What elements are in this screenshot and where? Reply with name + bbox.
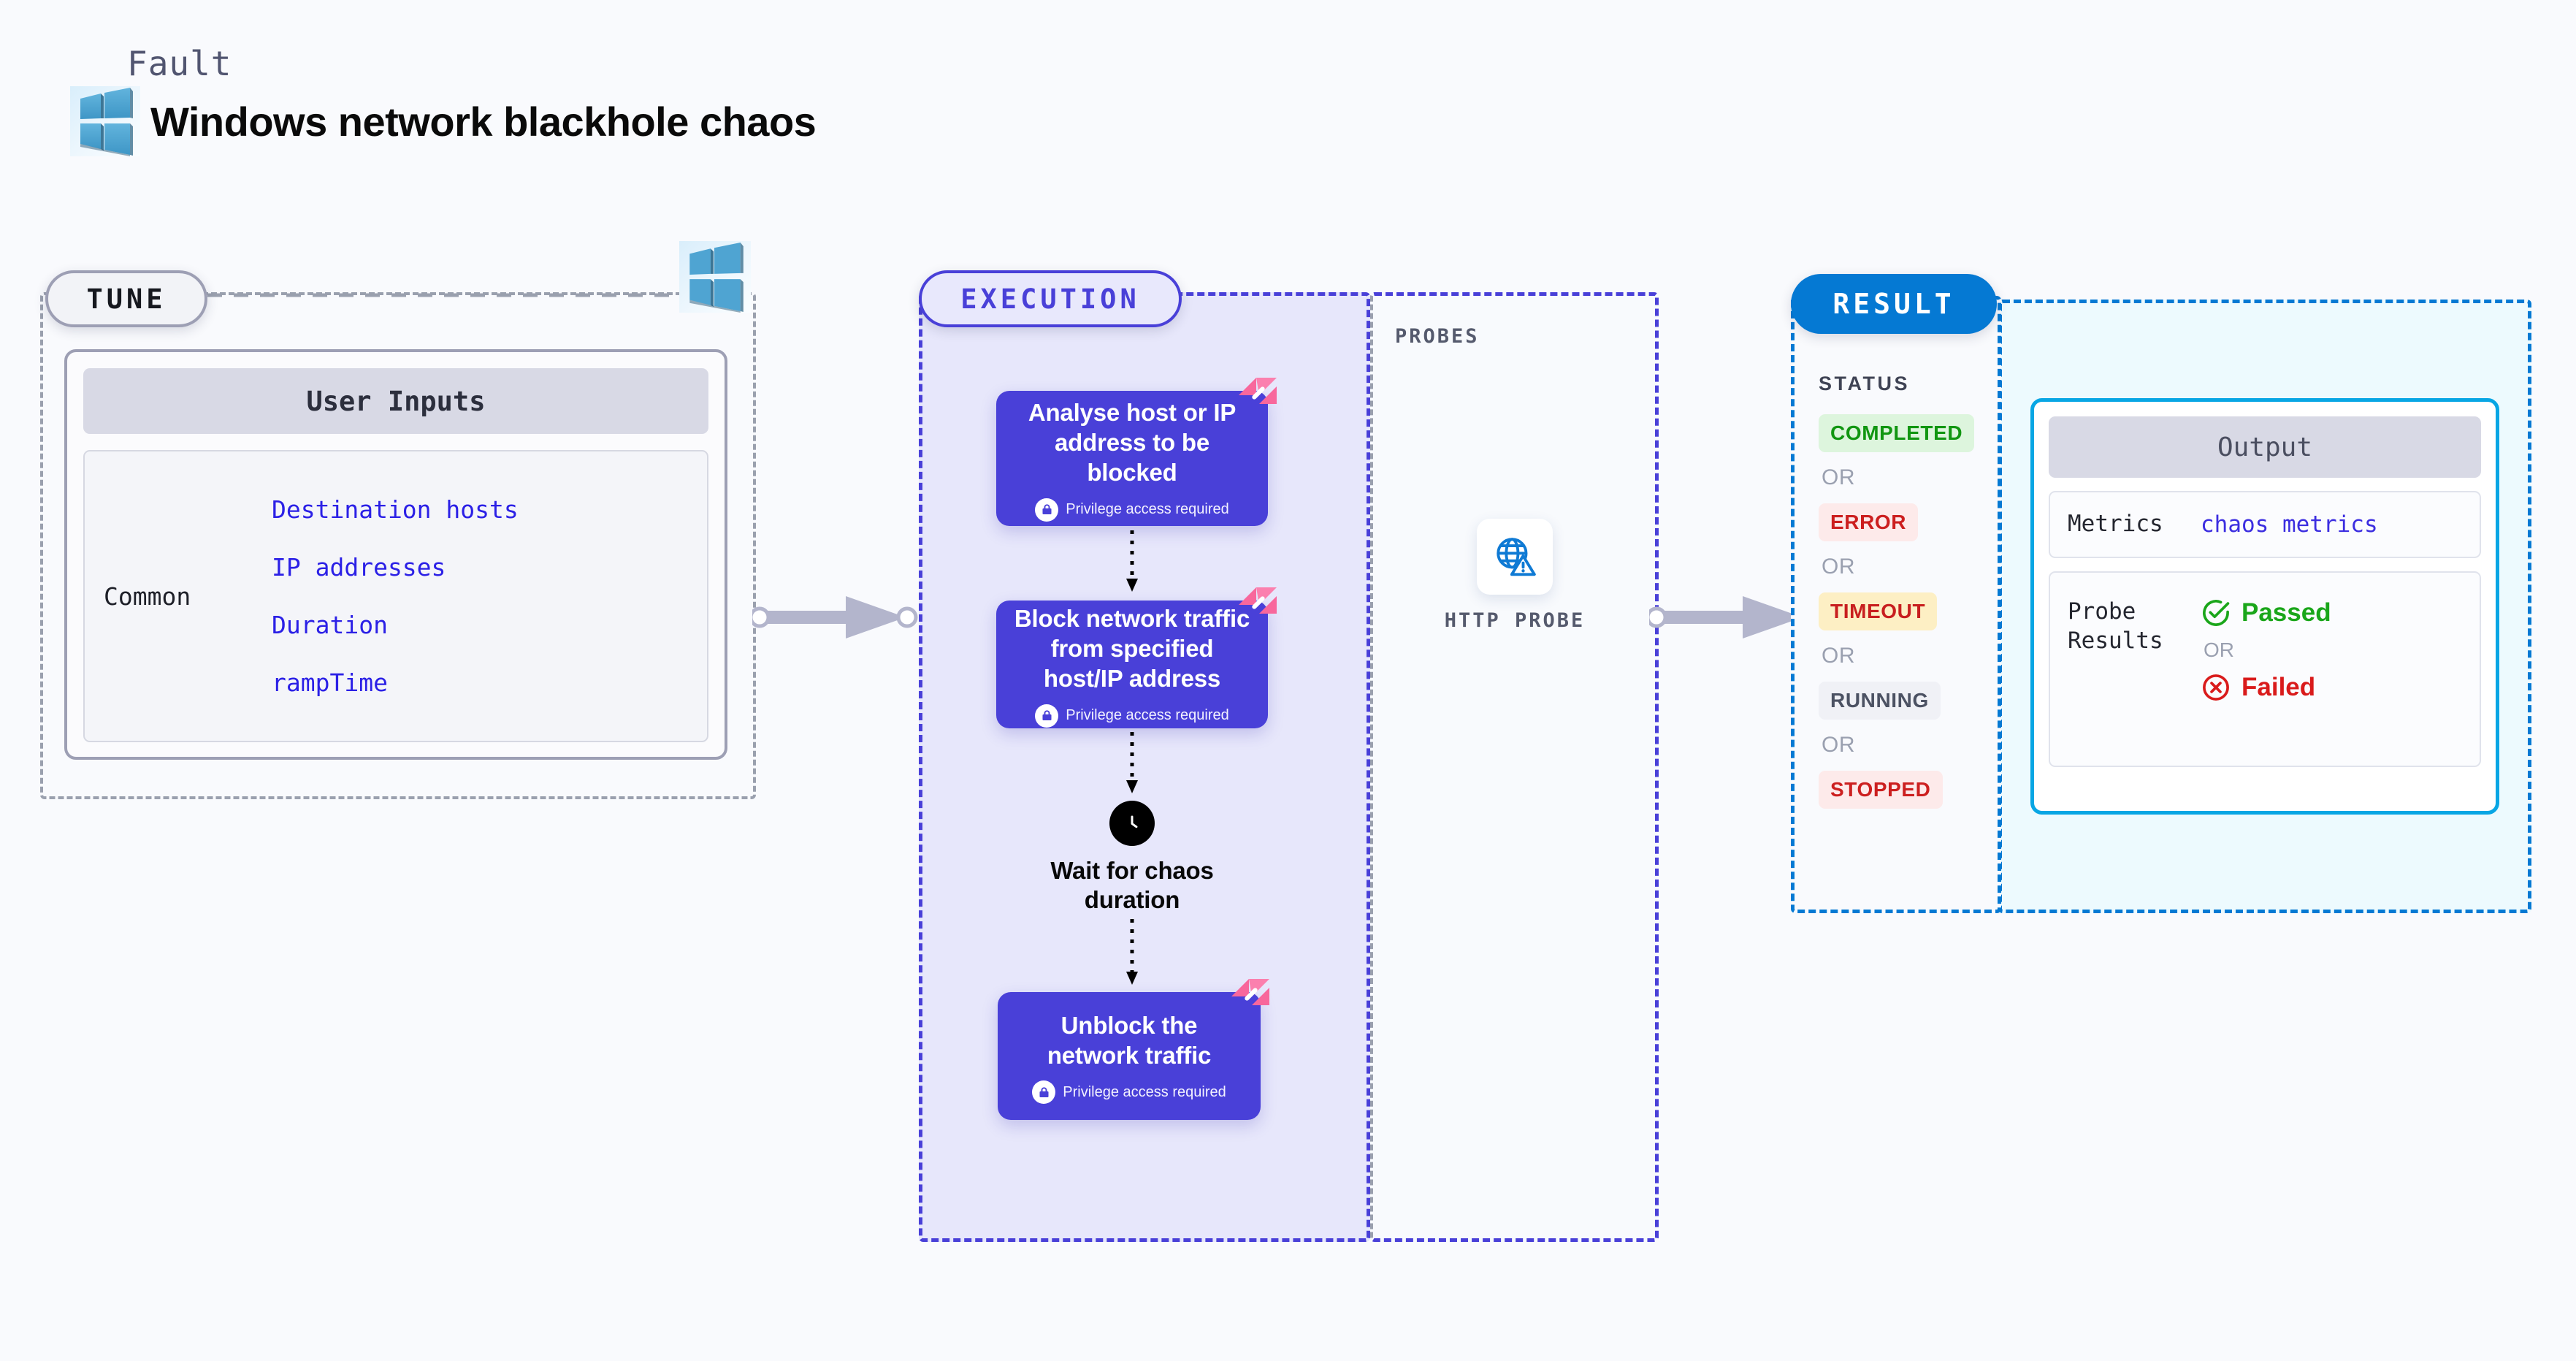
privilege-note: Privilege access required bbox=[1032, 1080, 1226, 1105]
probe-result-failed: Failed bbox=[2201, 672, 2331, 703]
or-separator: OR bbox=[1822, 733, 1855, 757]
tune-to-execution-arrow bbox=[752, 596, 918, 638]
result-badge[interactable]: RESULT bbox=[1791, 274, 1997, 334]
execution-final-step-card[interactable]: Unblock the network traffic Privilege ac… bbox=[998, 979, 1269, 1120]
or-separator: OR bbox=[2204, 638, 2234, 661]
http-probe-caption: HTTP PROBE bbox=[1444, 609, 1586, 632]
status-badge: RUNNING bbox=[1819, 682, 1941, 720]
tune-badge-connector bbox=[207, 293, 701, 297]
privilege-note-label: Privilege access required bbox=[1066, 501, 1229, 518]
probes-region bbox=[1370, 292, 1659, 1242]
input-group-label: Common bbox=[104, 582, 191, 611]
chaos-metrics-link[interactable]: chaos metrics bbox=[2201, 511, 2378, 538]
litmus-chaos-icon bbox=[1239, 378, 1277, 404]
tune-badge[interactable]: TUNE bbox=[45, 270, 207, 327]
or-separator: OR bbox=[1822, 554, 1855, 579]
privilege-note-label: Privilege access required bbox=[1063, 1083, 1226, 1100]
or-separator: OR bbox=[1822, 465, 1855, 489]
privilege-note: Privilege access required bbox=[1035, 497, 1229, 522]
probe-result-passed: Passed bbox=[2201, 598, 2331, 628]
clock-icon bbox=[1109, 801, 1155, 846]
http-probe-node[interactable]: HTTP PROBE bbox=[1432, 519, 1598, 632]
tune-input-item[interactable]: Duration bbox=[272, 611, 388, 639]
wait-label: Wait for chaos duration bbox=[1050, 857, 1214, 914]
step-title: Analyse host or IP address to be blocked bbox=[1028, 399, 1237, 486]
output-row-key: Probe Results bbox=[2068, 598, 2163, 654]
windows-logo-icon-tune bbox=[679, 241, 751, 313]
user-inputs-card: User Inputs Common Destination hosts IP … bbox=[64, 349, 727, 760]
privilege-note: Privilege access required bbox=[1035, 704, 1229, 728]
or-separator: OR bbox=[1822, 644, 1855, 668]
page-title: Windows network blackhole chaos bbox=[150, 98, 817, 145]
status-badge: STOPPED bbox=[1819, 771, 1943, 809]
lock-icon bbox=[1032, 1080, 1056, 1105]
output-probe-results-row: Probe Results Passed OR Failed bbox=[2049, 571, 2481, 767]
page-header: Fault bbox=[70, 44, 817, 156]
litmus-chaos-icon bbox=[1231, 979, 1269, 1005]
execution-step-card[interactable]: Analyse host or IP address to be blocked… bbox=[996, 378, 1277, 526]
status-badge: ERROR bbox=[1819, 503, 1919, 541]
fault-kicker-label: Fault bbox=[127, 44, 232, 83]
wait-for-duration-node: Wait for chaos duration bbox=[1023, 801, 1242, 915]
tune-input-item[interactable]: rampTime bbox=[272, 668, 388, 697]
status-badge: COMPLETED bbox=[1819, 414, 1975, 452]
step-title: Block network traffic from specified hos… bbox=[1014, 605, 1250, 692]
lock-icon bbox=[1035, 497, 1059, 522]
output-card: Output Metrics chaos metrics Probe Resul… bbox=[2030, 398, 2499, 815]
output-header: Output bbox=[2049, 416, 2481, 478]
x-circle-icon bbox=[2203, 674, 2229, 701]
globe-warning-icon bbox=[1477, 519, 1553, 595]
status-column: STATUS COMPLETED OR ERROR OR TIMEOUT OR … bbox=[1819, 373, 1983, 809]
status-heading: STATUS bbox=[1819, 373, 1910, 394]
probe-failed-label: Failed bbox=[2241, 673, 2316, 701]
lock-icon bbox=[1035, 704, 1059, 728]
probes-label: PROBES bbox=[1395, 325, 1480, 348]
step-title: Unblock the network traffic bbox=[1047, 1011, 1212, 1069]
litmus-chaos-icon bbox=[1239, 587, 1277, 614]
tune-input-item[interactable]: Destination hosts bbox=[272, 495, 519, 524]
check-circle-icon bbox=[2203, 600, 2230, 626]
execution-badge[interactable]: EXECUTION bbox=[919, 270, 1182, 327]
tune-input-item[interactable]: IP addresses bbox=[272, 553, 446, 582]
output-row-key: Metrics bbox=[2068, 511, 2163, 538]
execution-step-card[interactable]: Block network traffic from specified hos… bbox=[996, 587, 1277, 728]
step-connector-arrow bbox=[1126, 919, 1138, 985]
status-badge: TIMEOUT bbox=[1819, 592, 1938, 630]
user-inputs-body: Common Destination hosts IP addresses Du… bbox=[83, 450, 708, 742]
step-connector-arrow bbox=[1126, 732, 1138, 793]
privilege-note-label: Privilege access required bbox=[1066, 707, 1229, 724]
windows-logo-icon bbox=[70, 86, 140, 156]
step-connector-arrow bbox=[1126, 530, 1138, 592]
probe-passed-label: Passed bbox=[2241, 598, 2331, 627]
output-metrics-row: Metrics chaos metrics bbox=[2049, 491, 2481, 558]
user-inputs-header: User Inputs bbox=[83, 368, 708, 434]
